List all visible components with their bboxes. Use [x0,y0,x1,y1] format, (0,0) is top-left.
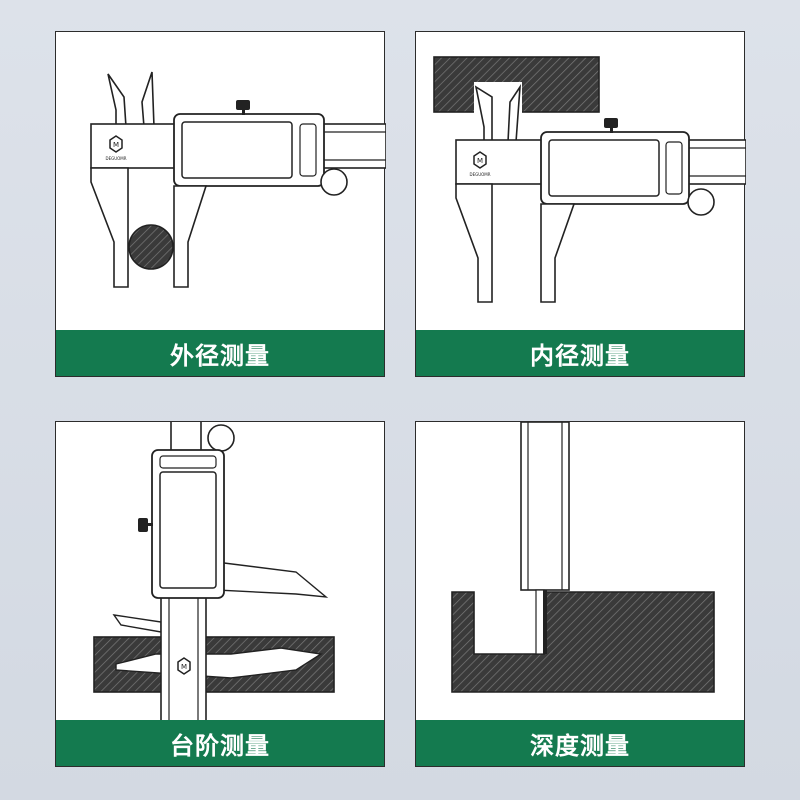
inner-measure-illustration: M DEGUOMR [433,56,746,303]
brand-logo-text: DEGUOMR [105,156,126,161]
brand-logo-icon: M DEGUOMR [469,151,491,177]
svg-text:M: M [477,157,483,165]
panel-label: 外径测量 [56,330,384,376]
panel-outer-diameter: M DEGUOMR 外径测量 [55,31,386,377]
panel-label: 台阶测量 [56,720,384,766]
brand-logo-text: DEGUOMR [469,172,490,177]
panel-inner-diameter: M DEGUOMR 内径测量 [415,31,746,377]
step-measure-illustration: M [93,422,335,722]
brand-logo-icon: M [177,657,191,675]
outer-measure-illustration: M DEGUOMR [90,71,386,288]
panel-label: 深度测量 [416,720,744,766]
depth-measure-illustration [451,422,715,693]
panel-step-measurement: M 台阶测量 [55,421,385,767]
panel-depth-measurement: 深度测量 [415,421,745,767]
svg-text:M: M [113,141,119,149]
panel-label: 内径测量 [416,330,744,376]
brand-logo-icon: M DEGUOMR [105,135,127,161]
svg-text:M: M [181,663,187,671]
